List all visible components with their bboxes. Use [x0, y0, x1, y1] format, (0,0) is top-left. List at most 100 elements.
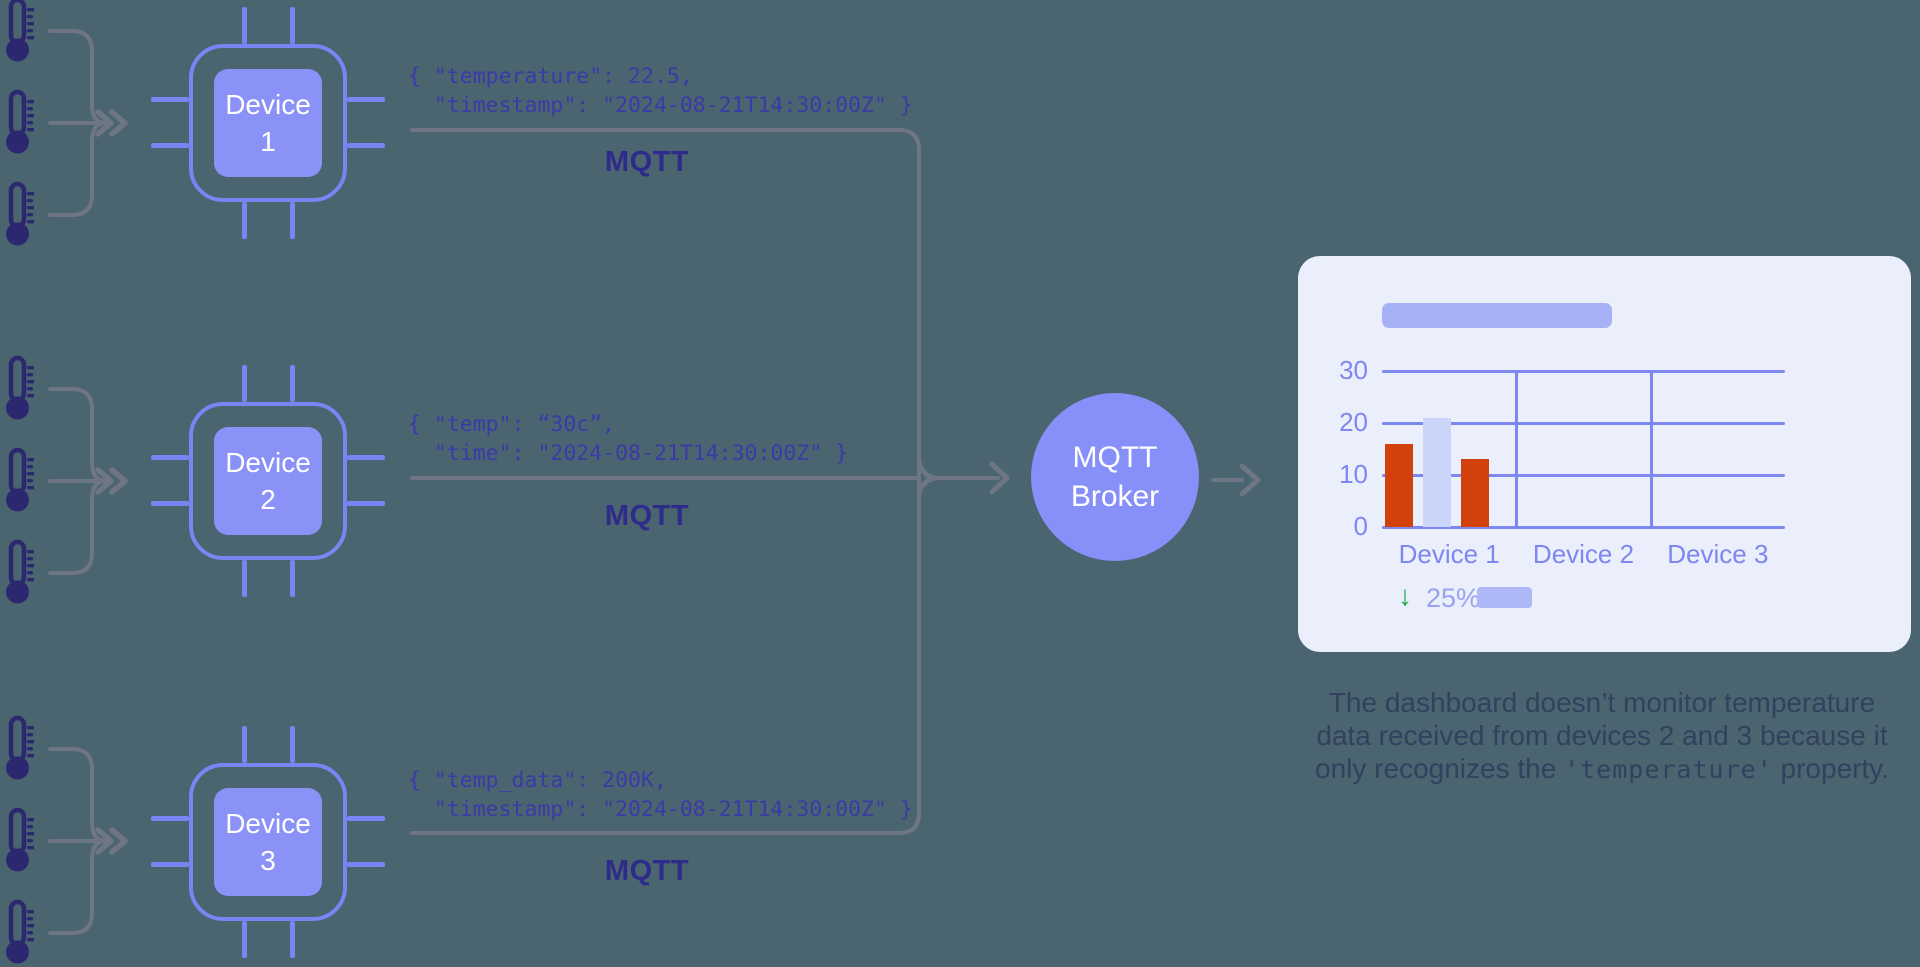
- sensor-merge-arrow-1: [95, 109, 128, 137]
- mqtt-protocol-label-1: MQTT: [604, 146, 690, 178]
- chip-pin: [290, 921, 295, 958]
- device-number: 2: [260, 484, 276, 515]
- chip-pin: [151, 455, 189, 460]
- device-3-chip: Device 3: [151, 726, 385, 958]
- y-tick-label: 20: [1339, 407, 1368, 437]
- device-name: Device: [225, 808, 311, 839]
- gridline: [1382, 370, 1785, 373]
- mqtt-bus-line: [410, 128, 921, 835]
- thermometer-icon: [2, 181, 34, 249]
- mqtt-protocol-label-3: MQTT: [604, 855, 690, 887]
- device-1-chip: Device 1: [151, 7, 385, 239]
- chip-pin: [290, 7, 295, 44]
- payload-json-device-2: { "temp": “30c”, "time": "2024-08-21T14:…: [408, 410, 848, 468]
- chip-pin: [347, 862, 385, 867]
- chip-pin: [151, 862, 189, 867]
- device-1-label: Device 1: [214, 69, 322, 177]
- category-label: Device 2: [1532, 539, 1635, 569]
- chip-pin: [242, 560, 247, 597]
- caption-line3-suffix: property.: [1772, 753, 1889, 784]
- bar: [1423, 418, 1451, 527]
- sensor-bracket-3: [48, 747, 108, 935]
- thermometer-icon: [2, 89, 34, 157]
- mqtt-protocol-label-2: MQTT: [604, 500, 690, 532]
- json-line: { "temp": “30c”,: [408, 412, 616, 437]
- sensor-bracket-2: [48, 387, 108, 575]
- chip-pin: [290, 365, 295, 402]
- thermometer-icon: [2, 807, 34, 875]
- chip-pin: [242, 202, 247, 239]
- thermometer-icon: [2, 447, 34, 515]
- broker-label-line2: Broker: [1070, 480, 1160, 513]
- chip-pin: [347, 501, 385, 506]
- caption-line: data received from devices 2 and 3 becau…: [1316, 720, 1888, 751]
- caption-line: The dashboard doesn’t monitor temperatur…: [1328, 687, 1876, 718]
- trend-legend-placeholder-bar: [1477, 587, 1532, 608]
- sensor-bracket-1: [48, 29, 108, 217]
- y-tick-label: 30: [1339, 355, 1368, 385]
- bar: [1461, 459, 1489, 527]
- chip-pin: [347, 816, 385, 821]
- thermometer-icon: [2, 715, 34, 783]
- chip-pin: [151, 501, 189, 506]
- device-name: Device: [225, 89, 311, 120]
- json-line: { "temp_data": 200K,: [408, 768, 667, 793]
- gridline: [1382, 526, 1785, 529]
- thermometer-icon: [2, 355, 34, 423]
- caption-text: The dashboard doesn’t monitor temperatur…: [1270, 686, 1920, 786]
- json-line: { "temperature": 22.5,: [408, 64, 693, 89]
- dashboard-arrow-icon: [1239, 463, 1261, 497]
- chip-pin: [242, 921, 247, 958]
- thermometer-icon: [2, 899, 34, 967]
- category-label: Device 1: [1398, 539, 1500, 569]
- broker-label-line1: MQTT: [1072, 441, 1158, 474]
- broker-arrow-icon: [989, 461, 1010, 495]
- chip-pin: [347, 455, 385, 460]
- gridline: [1515, 371, 1519, 529]
- thermometer-icon: [2, 0, 34, 65]
- json-line: "timestamp": "2024-08-21T14:30:00Z" }: [408, 797, 913, 822]
- gridline: [1382, 422, 1785, 425]
- device-number: 3: [260, 845, 276, 876]
- trend-percent: 25%: [1426, 583, 1481, 613]
- chip-pin: [290, 726, 295, 763]
- payload-json-device-3: { "temp_data": 200K, "timestamp": "2024-…: [408, 766, 913, 824]
- y-tick-label: 10: [1339, 459, 1368, 489]
- device-2-label: Device 2: [214, 427, 322, 535]
- thermometer-icon: [2, 539, 34, 607]
- chip-pin: [242, 365, 247, 402]
- chip-pin: [347, 143, 385, 148]
- gridline: [1649, 371, 1653, 529]
- payload-json-device-1: { "temperature": 22.5, "timestamp": "202…: [408, 62, 913, 120]
- json-line: "time": "2024-08-21T14:30:00Z" }: [408, 441, 849, 466]
- chip-pin: [151, 816, 189, 821]
- device-3-label: Device 3: [214, 788, 322, 896]
- caption-line3-prefix: only recognizes the: [1315, 753, 1565, 784]
- device-2-chip: Device 2: [151, 365, 385, 597]
- junction-chevron-icon: [917, 465, 933, 491]
- chip-pin: [290, 560, 295, 597]
- bar: [1385, 444, 1413, 527]
- gridline: [1382, 474, 1785, 477]
- device-number: 1: [260, 126, 276, 157]
- y-tick-label: 0: [1353, 511, 1368, 541]
- sensor-merge-arrow-2: [95, 467, 128, 495]
- chip-pin: [242, 7, 247, 44]
- trend-down-arrow-icon: ↓: [1398, 580, 1412, 611]
- category-label: Device 3: [1667, 539, 1769, 569]
- caption-line: only recognizes the 'temperature' proper…: [1270, 752, 1920, 786]
- chip-pin: [290, 202, 295, 239]
- chip-pin: [347, 97, 385, 102]
- chip-pin: [151, 97, 189, 102]
- device-name: Device: [225, 447, 311, 478]
- chip-pin: [151, 143, 189, 148]
- caption-code: 'temperature': [1564, 755, 1773, 784]
- json-line: "timestamp": "2024-08-21T14:30:00Z" }: [408, 93, 913, 118]
- chart-title-placeholder-bar: [1382, 303, 1612, 328]
- chip-pin: [242, 726, 247, 763]
- mqtt-broker-node: MQTT Broker: [1031, 393, 1199, 561]
